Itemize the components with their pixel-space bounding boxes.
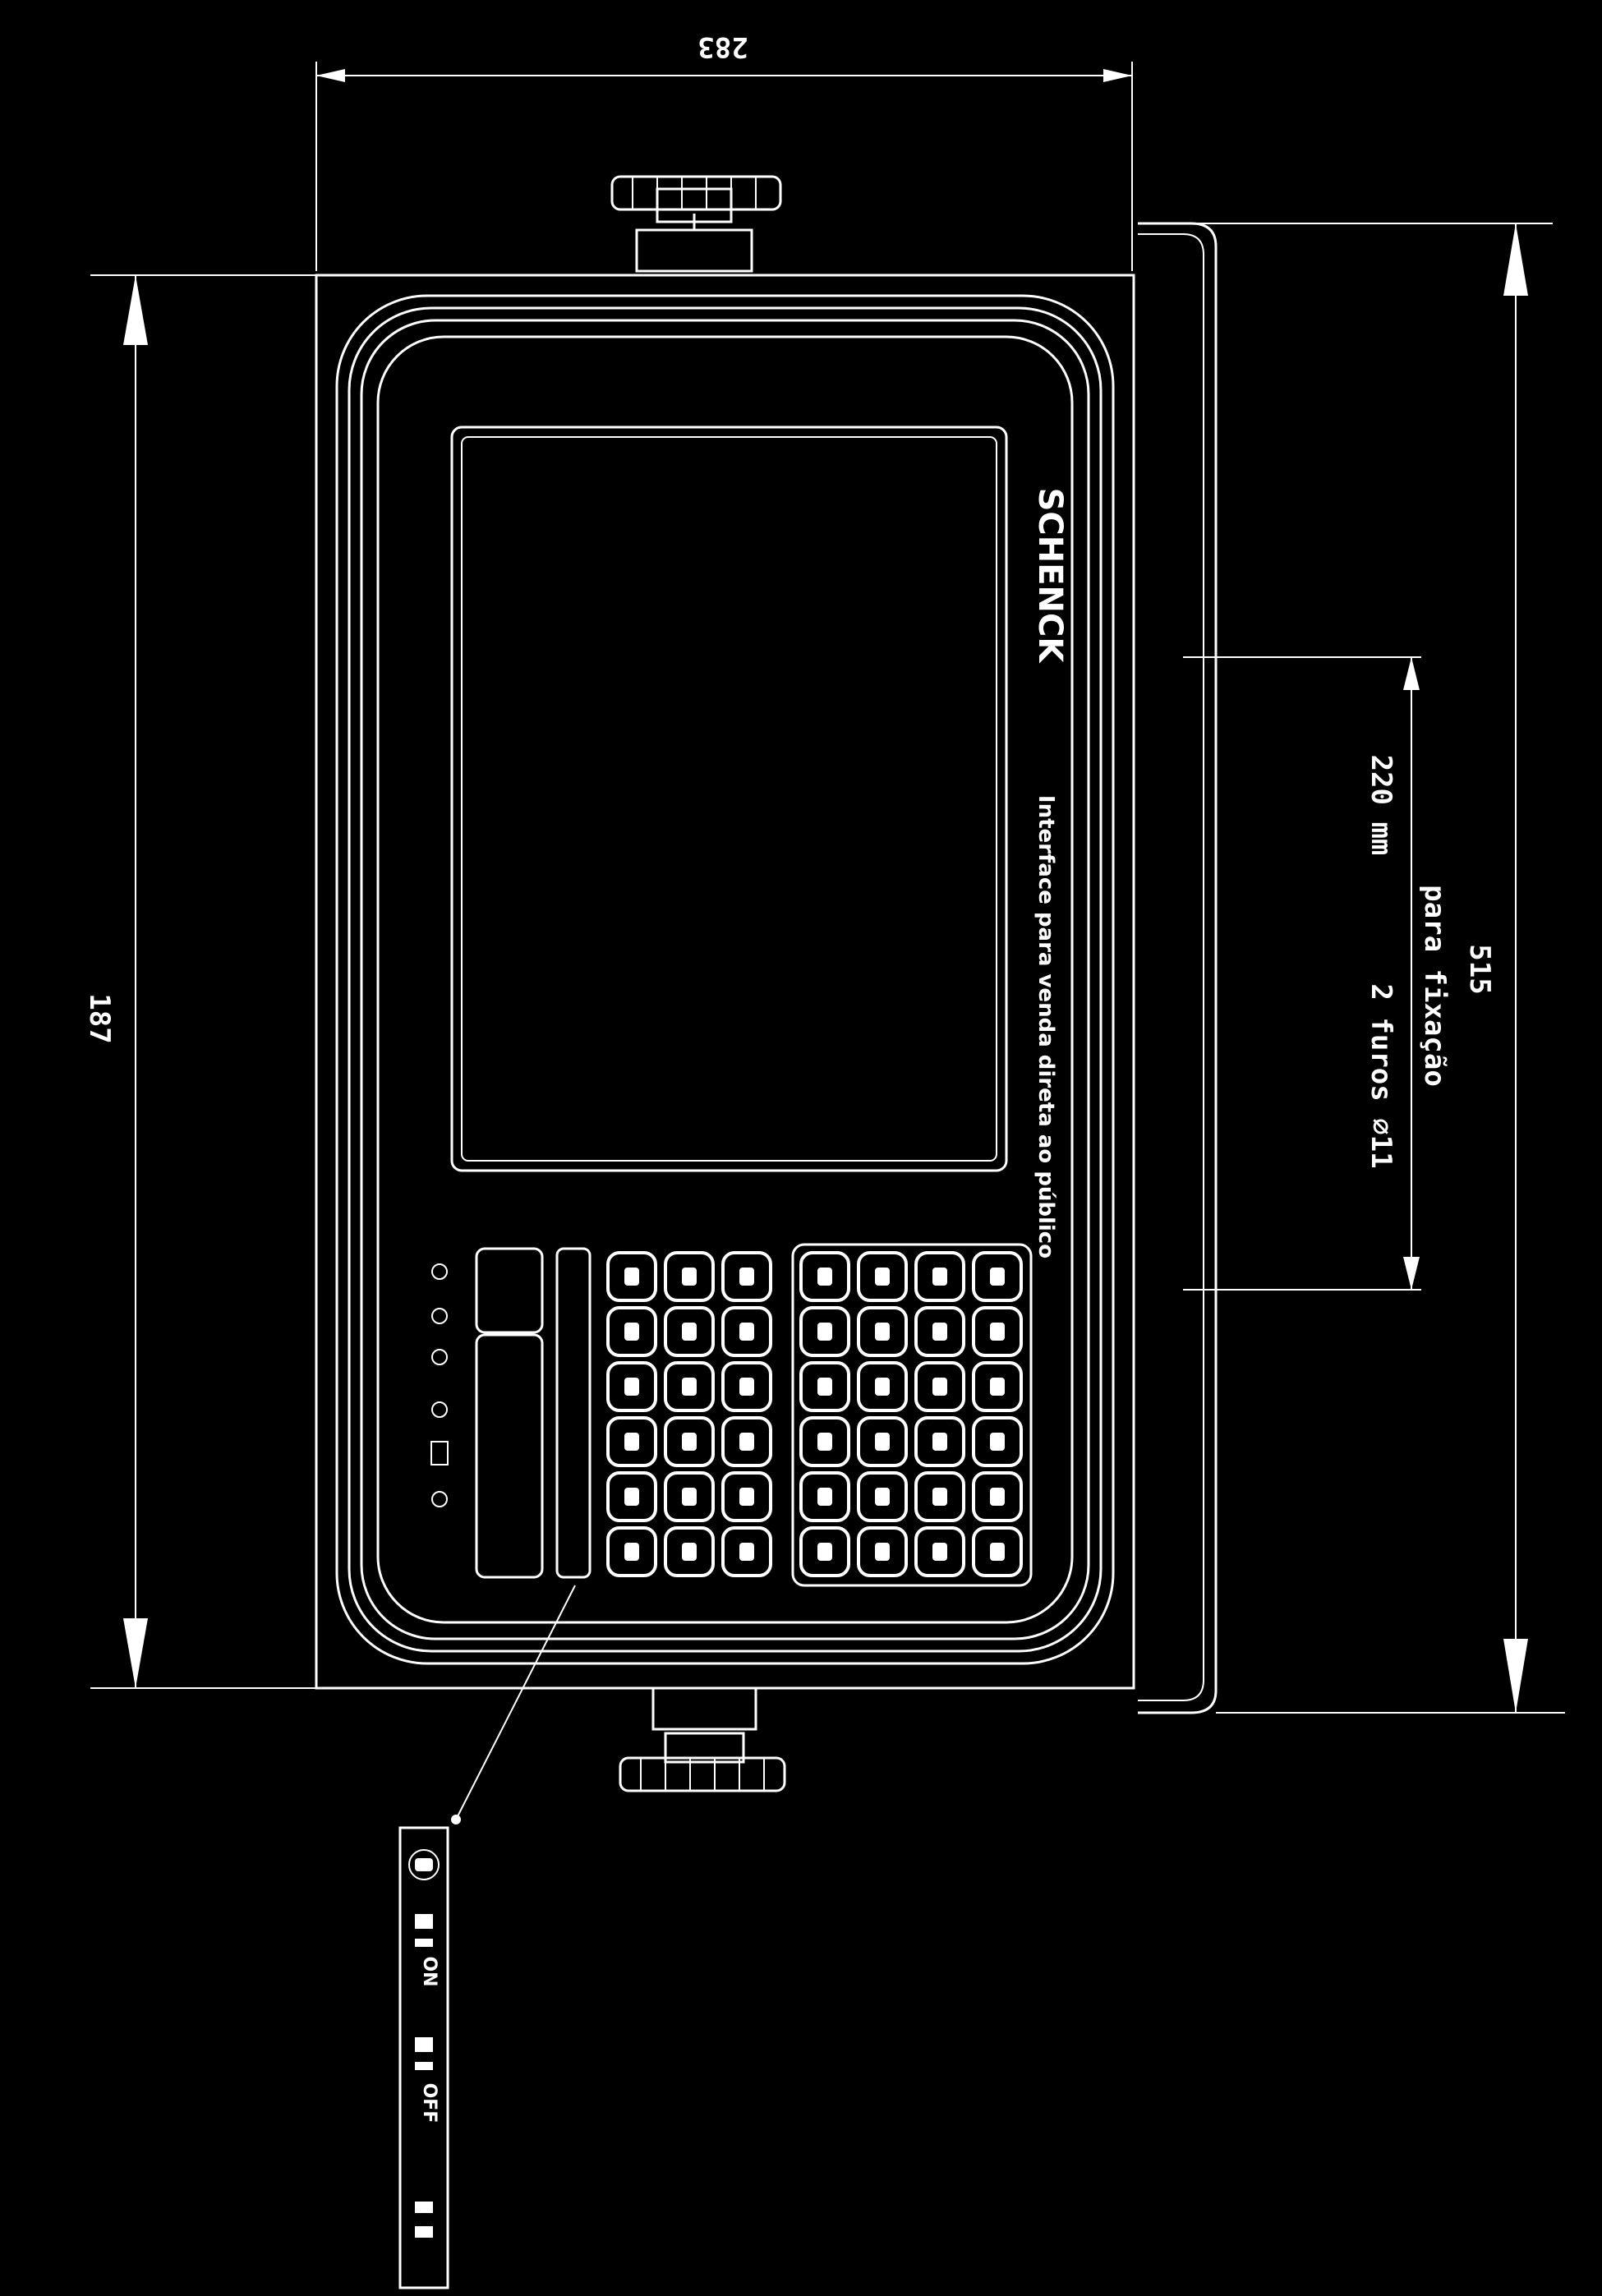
keypad-key-symbol <box>932 1488 947 1506</box>
keypad-key-symbol <box>682 1488 697 1506</box>
indicator-label-off: OFF <box>419 2083 440 2123</box>
keypad-key-symbol <box>932 1323 947 1341</box>
keypad-key-symbol <box>817 1268 832 1286</box>
keypad-key-symbol <box>817 1323 832 1341</box>
keypad-key-symbol <box>624 1543 639 1561</box>
keypad-key-symbol <box>932 1543 947 1561</box>
keypad-key-symbol <box>739 1378 754 1396</box>
keypad-key-symbol <box>990 1543 1005 1561</box>
keypad-key-symbol <box>990 1433 1005 1451</box>
brand-label: SCHENCK <box>1031 488 1069 665</box>
mount-total-label: 515 <box>1463 944 1496 994</box>
keypad-key-symbol <box>990 1488 1005 1506</box>
keypad-key-symbol <box>682 1543 697 1561</box>
keypad-key-symbol <box>990 1378 1005 1396</box>
keypad-key-symbol <box>624 1323 639 1341</box>
height-label: 187 <box>83 993 116 1043</box>
housing <box>315 274 1135 1690</box>
keypad-key-symbol <box>817 1488 832 1506</box>
knob-bottom-icon <box>619 1686 786 1792</box>
keypad-key-symbol <box>624 1433 639 1451</box>
status-lights <box>430 1263 449 1507</box>
keypad-key-symbol <box>739 1488 754 1506</box>
keypad-key-symbol <box>682 1378 697 1396</box>
width-label: 283 <box>697 30 748 63</box>
keypad-key-symbol <box>817 1378 832 1396</box>
knob-top-icon <box>610 175 782 273</box>
keypad-key-symbol <box>739 1543 754 1561</box>
mounting-bracket <box>1138 222 1218 1714</box>
keypad-key-symbol <box>932 1378 947 1396</box>
keypad-key-symbol <box>875 1378 890 1396</box>
mount-note-line1: 2 furos ⌀11 <box>1365 983 1397 1168</box>
keypad-key-symbol <box>875 1268 890 1286</box>
keypad-key-symbol <box>875 1433 890 1451</box>
keypad-key-symbol <box>932 1268 947 1286</box>
keypad-key-symbol <box>624 1378 639 1396</box>
keypad-key-symbol <box>932 1433 947 1451</box>
indicator-label-on: ON <box>419 1956 440 1986</box>
keypad <box>606 1243 1033 1587</box>
keypad-key-symbol <box>817 1433 832 1451</box>
display-window <box>450 426 1008 1172</box>
keypad-key-symbol <box>990 1268 1005 1286</box>
mount-dimension: 515 220 mm 2 furos ⌀11 para fixação <box>1183 223 1565 1714</box>
keypad-key-symbol <box>739 1433 754 1451</box>
aux-displays <box>475 1247 592 1579</box>
keypad-key-symbol <box>817 1543 832 1561</box>
keypad-key-symbol <box>875 1488 890 1506</box>
mount-note-line2: para fixação <box>1418 885 1451 1087</box>
keypad-key-symbol <box>875 1323 890 1341</box>
keypad-key-symbol <box>739 1323 754 1341</box>
keypad-key-symbol <box>682 1323 697 1341</box>
width-dimension: 283 <box>315 30 1133 271</box>
keypad-key-symbol <box>624 1488 639 1506</box>
keypad-key-symbol <box>682 1268 697 1286</box>
keypad-block-outline <box>791 1243 1033 1587</box>
height-dimension: 187 <box>83 274 320 1689</box>
panel-subtitle: Interface para venda direta ao público <box>1033 795 1058 1258</box>
keypad-key-symbol <box>739 1268 754 1286</box>
mount-spacing-label: 220 mm <box>1365 755 1397 856</box>
keypad-key-symbol <box>875 1543 890 1561</box>
keypad-key-symbol <box>682 1433 697 1451</box>
keypad-key-symbol <box>990 1323 1005 1341</box>
keypad-key-symbol <box>624 1268 639 1286</box>
indicator-strip: ON OFF <box>398 1826 449 2289</box>
